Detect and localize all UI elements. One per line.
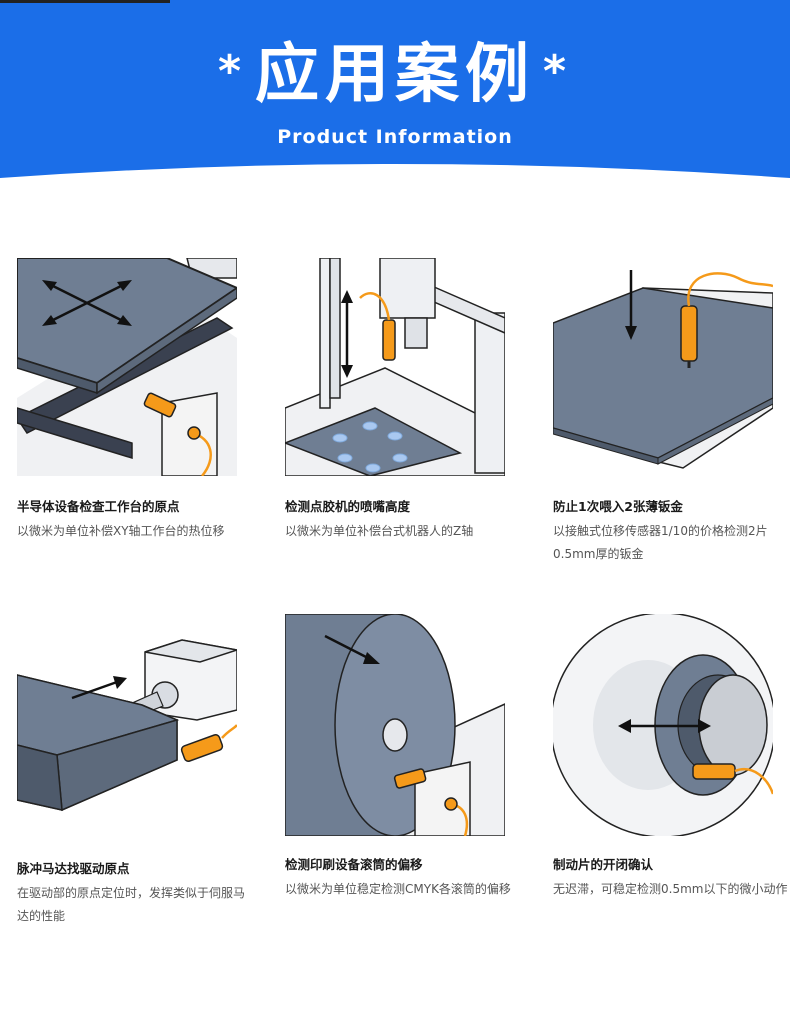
case-2-illustration — [285, 258, 525, 480]
header-banner — [0, 0, 790, 178]
case-1-illustration — [17, 258, 257, 480]
page-title-text: 应用案例 — [255, 38, 535, 112]
case-2-desc: 以微米为单位补偿台式机器人的Z轴 — [285, 524, 474, 538]
case-6-title: 制动片的开闭确认 — [553, 857, 654, 872]
case-2-title: 检测点胶机的喷嘴高度 — [285, 499, 411, 514]
case-5-title: 检测印刷设备滚筒的偏移 — [285, 857, 423, 872]
case-3-illustration — [553, 258, 790, 480]
case-4-illustration — [17, 620, 257, 842]
case-6-desc: 无迟滞，可稳定检测0.5mm以下的微小动作 — [553, 882, 788, 896]
page-subtitle: Product Information — [277, 126, 513, 148]
case-6-illustration — [553, 614, 790, 836]
case-4-title: 脉冲马达找驱动原点 — [17, 861, 130, 876]
case-5-desc: 以微米为单位稳定检测CMYK各滚筒的偏移 — [285, 882, 511, 896]
case-4-desc: 在驱动部的原点定位时，发挥类似于伺服马达的性能 — [17, 886, 246, 923]
case-3-title: 防止1次喂入2张薄钣金 — [553, 499, 683, 514]
case-3-desc: 以接触式位移传感器1/10的价格检测2片0.5mm厚的钣金 — [553, 524, 768, 561]
star-icon: * — [217, 46, 247, 98]
star-icon: * — [543, 46, 573, 98]
case-1-title: 半导体设备检查工作台的原点 — [17, 499, 180, 514]
case-1-desc: 以微米为单位补偿XY轴工作台的热位移 — [17, 524, 225, 538]
case-5-illustration — [285, 614, 525, 836]
page-title: *应用案例* — [0, 30, 790, 123]
